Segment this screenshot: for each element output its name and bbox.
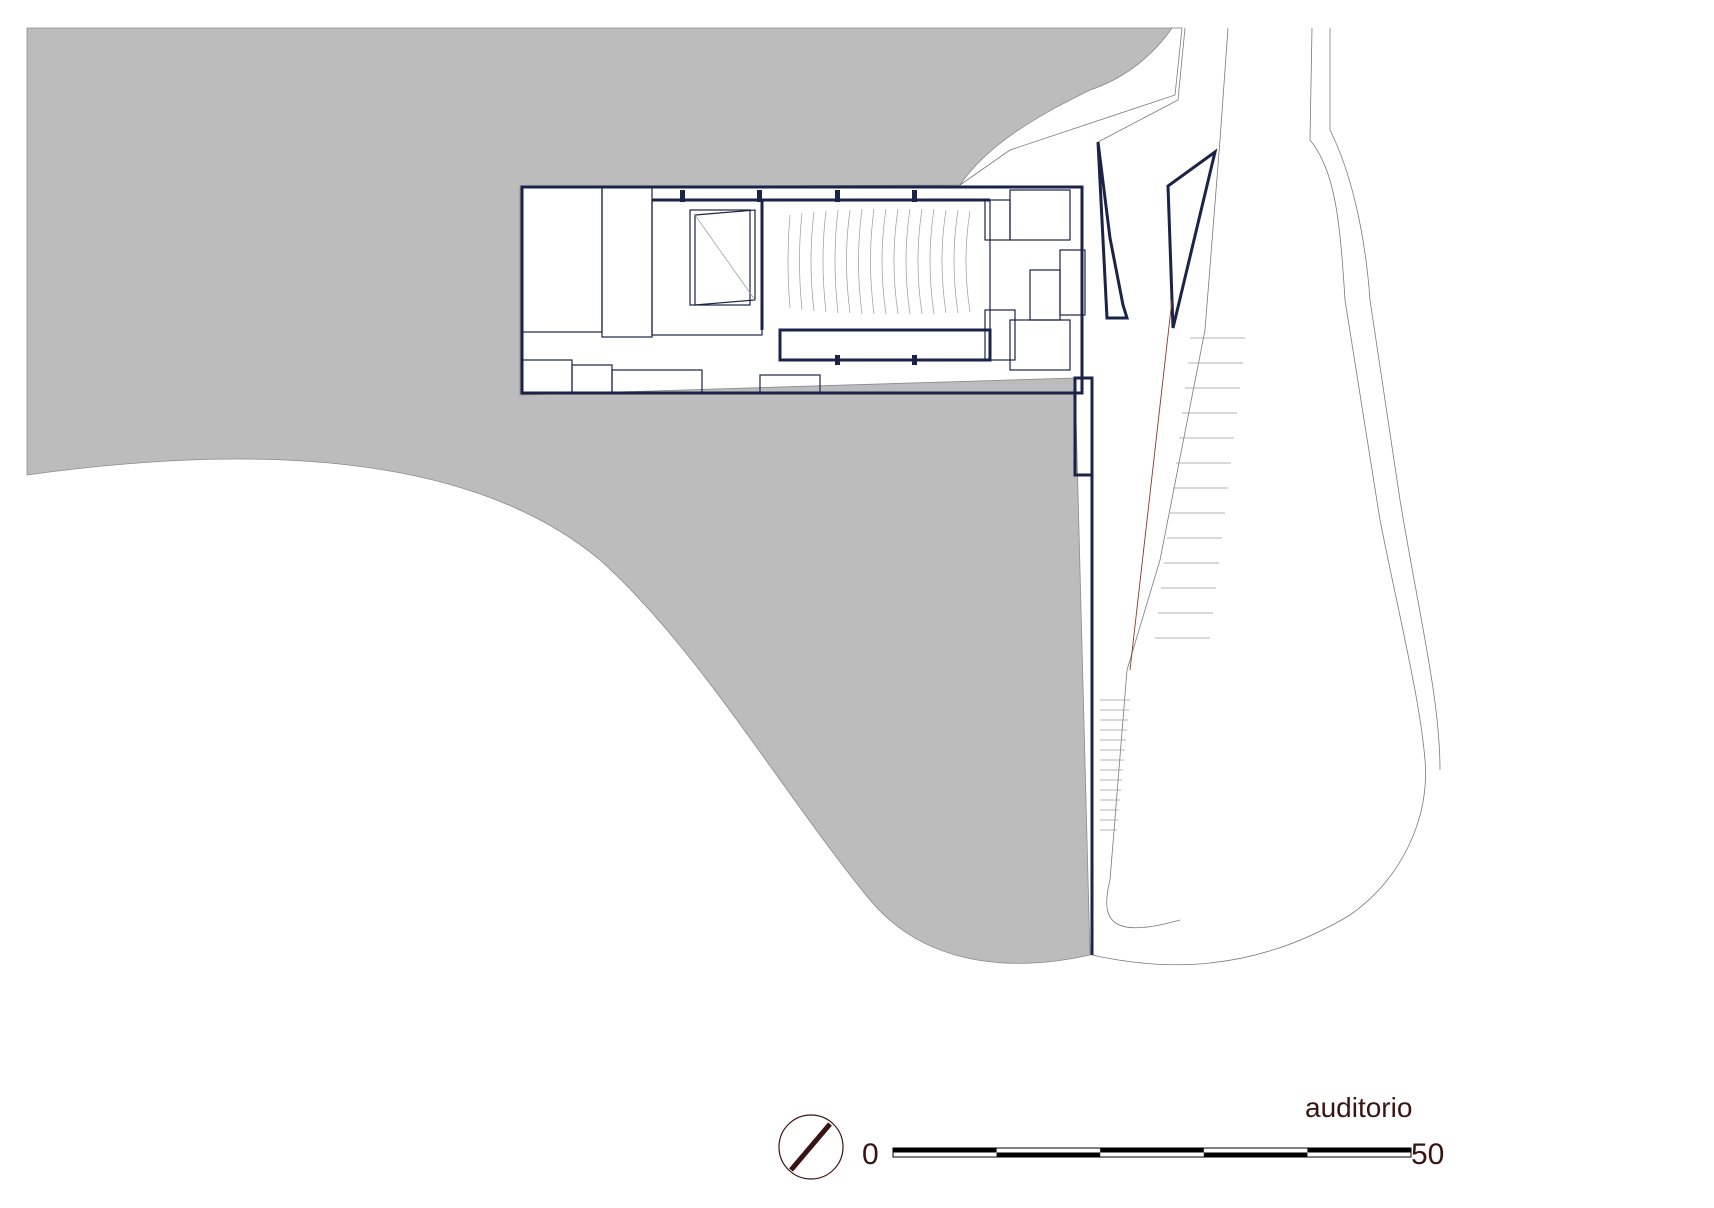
entrance-canopy	[1096, 141, 1130, 320]
scale-segment	[1203, 1152, 1308, 1157]
scale-segment	[1100, 1148, 1204, 1153]
site-lines	[959, 27, 1441, 966]
scale-end-label: 50	[1411, 1138, 1444, 1171]
scale-segment	[893, 1148, 997, 1153]
drawing-title: auditorio	[1305, 1092, 1412, 1123]
scale-start-label: 0	[862, 1138, 879, 1171]
scale-segment	[1307, 1148, 1411, 1153]
auditorium-seating	[787, 208, 971, 315]
north-arrow-icon	[778, 1114, 844, 1180]
ground-area	[26, 27, 1173, 964]
side-pavilion	[1166, 148, 1218, 329]
scale-segment	[996, 1152, 1101, 1157]
scale-bar: 0 50	[862, 1138, 1444, 1171]
building-walls	[520, 185, 1094, 955]
